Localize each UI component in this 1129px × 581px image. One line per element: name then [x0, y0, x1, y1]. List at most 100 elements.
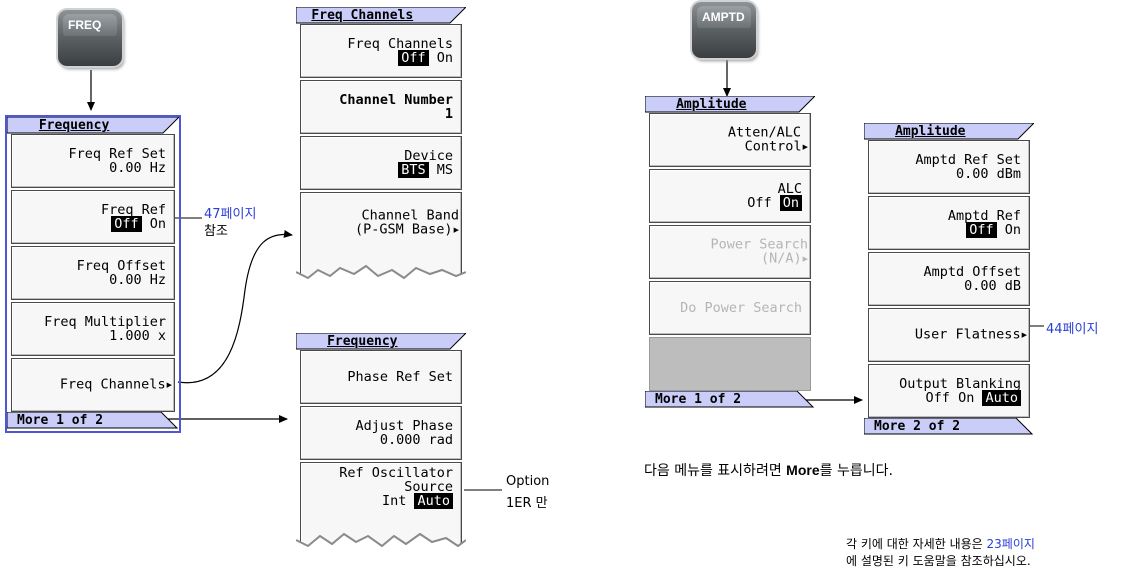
alc-label: ALC — [777, 181, 802, 197]
freq-offset-value: 0.00 Hz — [109, 272, 166, 288]
freq-hardkey-label: FREQ — [63, 14, 117, 36]
freq-channels-key[interactable]: Freq Channels▶ — [11, 358, 175, 412]
footer-note: 각 키에 대한 자세한 내용은 23페이지 에 설명된 키 도움말을 참조하십시… — [846, 536, 1035, 570]
atten-alc-label: Atten/ALC — [727, 124, 801, 141]
amplitude-more-key[interactable]: More 1 of 2 — [645, 391, 815, 408]
frequency-page2-title-text: Frequency — [327, 334, 398, 349]
freq-offset-label: Freq Offset — [76, 258, 166, 274]
alc-off: Off — [747, 195, 772, 211]
ref-oscillator-source-label: Source — [404, 479, 453, 495]
amptd-ref-set-value: 0.00 dBm — [955, 166, 1021, 182]
amptd-hardkey-label: AMPTD — [697, 6, 751, 28]
option-note-line1: Option — [506, 474, 550, 489]
freq-ref-ref-label: 참조 — [204, 224, 228, 239]
more-hint-bold: More — [786, 462, 820, 478]
freq-ref-label: Freq Ref — [100, 202, 166, 218]
torn-edge — [296, 532, 466, 563]
output-blanking-label: Output Blanking — [899, 376, 1021, 392]
phase-ref-set-key[interactable]: Phase Ref Set — [300, 350, 462, 404]
device-label: Device — [404, 148, 453, 164]
amplitude-page2-title: Amplitude — [864, 123, 1034, 140]
submenu-arrow-icon: ▶ — [1021, 330, 1027, 341]
submenu-arrow-icon: ▶ — [802, 142, 808, 153]
phase-ref-set-label: Phase Ref Set — [347, 369, 453, 385]
freq-channels-label: Freq Channels — [59, 376, 166, 393]
freq-ref-off: Off — [111, 216, 142, 232]
freq-more-key[interactable]: More 1 of 2 — [7, 412, 179, 429]
ref-oscillator-int: Int — [381, 493, 407, 509]
frequency-page2-title: Frequency — [296, 333, 466, 350]
freq-multiplier-label: Freq Multiplier — [44, 314, 166, 330]
freq-hardkey[interactable]: FREQ — [58, 10, 122, 66]
channel-band-value: (P-GSM Base) — [355, 221, 453, 238]
alc-on: On — [779, 195, 802, 211]
channel-band-label: Channel Band — [361, 207, 459, 224]
empty-softkey — [649, 337, 811, 391]
freq-ref-set-label: Freq Ref Set — [68, 146, 166, 162]
footer-page-link[interactable]: 23페이지 — [986, 537, 1035, 551]
submenu-arrow-icon: ▶ — [802, 254, 808, 265]
channel-number-value: 1 — [444, 106, 453, 122]
freq-channels-off: Off — [398, 50, 429, 66]
user-flatness-key[interactable]: User Flatness▶ — [868, 308, 1030, 362]
output-blanking-on: On — [958, 390, 975, 406]
amptd-ref-label: Amptd Ref — [947, 208, 1021, 224]
submenu-arrow-icon: ▶ — [453, 225, 459, 236]
power-search-key[interactable]: Power Search(N/A)▶ — [649, 225, 811, 279]
amplitude-menu-title: Amplitude — [645, 96, 815, 113]
freq-ref-page-link[interactable]: 47페이지 — [204, 203, 256, 222]
amptd-hardkey[interactable]: AMPTD — [692, 2, 756, 58]
amptd-offset-value: 0.00 dB — [964, 278, 1021, 294]
amplitude-page2-more-label: More 2 of 2 — [874, 419, 961, 434]
do-power-search-label: Do Power Search — [680, 300, 802, 316]
torn-edge — [296, 264, 466, 292]
freq-multiplier-value: 1.000 x — [109, 328, 166, 344]
power-search-label: Power Search — [710, 236, 808, 253]
atten-alc-control-label: Control — [744, 138, 802, 155]
power-search-value: (N/A) — [760, 250, 802, 267]
more-hint-post: 를 누릅니다. — [819, 463, 893, 479]
amptd-offset-label: Amptd Offset — [923, 264, 1021, 280]
frequency-menu-title: Frequency — [7, 117, 179, 134]
freq-channels-menu-title: Freq Channels — [296, 7, 466, 24]
freq-channels-on: On — [436, 50, 453, 66]
alc-key[interactable]: ALC Off On — [649, 169, 811, 223]
option-note-line2: 1ER 만 — [506, 496, 548, 511]
freq-ref-page-text: 47페이지 — [204, 207, 257, 222]
amplitude-page2-more-key[interactable]: More 2 of 2 — [864, 418, 1034, 435]
ref-oscillator-label: Ref Oscillator — [339, 465, 453, 481]
freq-channels-menu-title-text: Freq Channels — [311, 8, 414, 23]
adjust-phase-label: Adjust Phase — [355, 418, 453, 434]
amptd-ref-off: Off — [966, 222, 997, 238]
more-hint-pre: 다음 메뉴를 표시하려면 — [644, 463, 787, 479]
frequency-menu-frame — [5, 115, 181, 433]
device-bts: BTS — [398, 162, 429, 178]
freq-channels-toggle-label: Freq Channels — [347, 36, 453, 52]
amptd-ref-on: On — [1004, 222, 1021, 238]
user-flatness-label: User Flatness — [914, 326, 1021, 343]
channel-band-key[interactable]: Channel Band(P-GSM Base)▶ — [300, 192, 462, 280]
do-power-search-key[interactable]: Do Power Search — [649, 281, 811, 335]
freq-more-label: More 1 of 2 — [17, 413, 104, 428]
output-blanking-auto: Auto — [982, 390, 1021, 406]
user-flatness-page-link[interactable]: 44페이지 — [1046, 318, 1098, 337]
adjust-phase-value: 0.000 rad — [379, 432, 453, 448]
